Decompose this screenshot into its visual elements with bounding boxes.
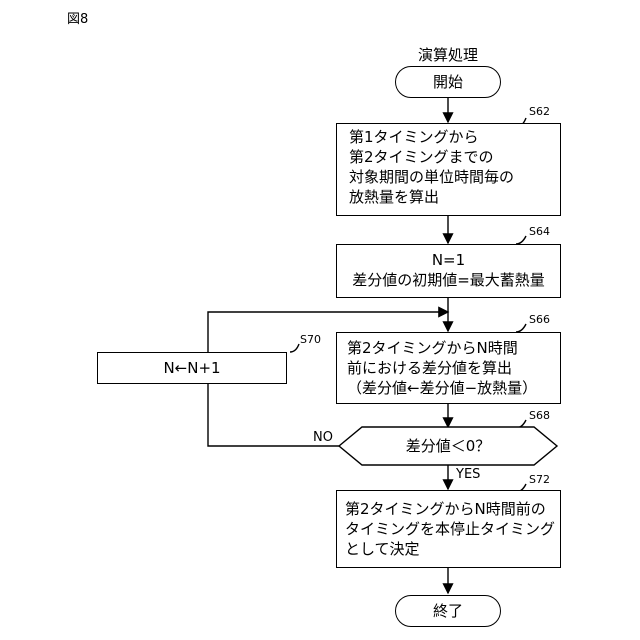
end-label: 終了 xyxy=(433,602,463,620)
step-label-s62: S62 xyxy=(529,106,550,118)
process-box-s70: N←N+1 xyxy=(97,352,287,384)
process-box-s72: 第2タイミングからN時間前の タイミングを本停止タイミング として決定 xyxy=(336,490,561,568)
decision-text-s68: 差分値＜0？ xyxy=(362,436,534,456)
start-label: 開始 xyxy=(433,73,463,91)
figure-label: 図8 xyxy=(67,8,88,27)
step-label-s72: S72 xyxy=(529,474,550,486)
process-box-s62: 第1タイミングから 第2タイミングまでの 対象期間の単位時間毎の 放熱量を算出 xyxy=(336,123,561,216)
s72-line-2: タイミングを本停止タイミング xyxy=(345,519,560,539)
s62-line-4: 放熱量を算出 xyxy=(349,187,560,207)
yes-branch-label: YES xyxy=(456,467,480,482)
s66-line-1: 第2タイミングからN時間 xyxy=(347,338,560,358)
s64-line-2: 差分値の初期値=最大蓄熱量 xyxy=(337,270,560,290)
end-terminal: 終了 xyxy=(395,595,501,627)
s66-line-3: （差分値←差分値−放熱量） xyxy=(347,378,560,398)
s62-line-2: 第2タイミングまでの xyxy=(349,147,560,167)
step-label-s70: S70 xyxy=(300,334,321,346)
s62-line-1: 第1タイミングから xyxy=(349,127,560,147)
no-branch-label: NO xyxy=(313,430,333,445)
s70-text: N←N+1 xyxy=(98,353,286,383)
s72-line-3: として決定 xyxy=(345,539,560,559)
s72-line-1: 第2タイミングからN時間前の xyxy=(345,499,560,519)
process-box-s64: N=1 差分値の初期値=最大蓄熱量 xyxy=(336,244,561,298)
s66-line-2: 前における差分値を算出 xyxy=(347,358,560,378)
process-box-s66: 第2タイミングからN時間 前における差分値を算出 （差分値←差分値−放熱量） xyxy=(336,332,561,404)
s64-line-1: N=1 xyxy=(337,250,560,270)
step-label-s64: S64 xyxy=(529,226,550,238)
s62-line-3: 対象期間の単位時間毎の xyxy=(349,167,560,187)
flowchart-title: 演算処理 xyxy=(396,44,500,65)
step-label-s68: S68 xyxy=(529,410,550,422)
step-label-s66: S66 xyxy=(529,314,550,326)
start-terminal: 開始 xyxy=(395,66,501,98)
